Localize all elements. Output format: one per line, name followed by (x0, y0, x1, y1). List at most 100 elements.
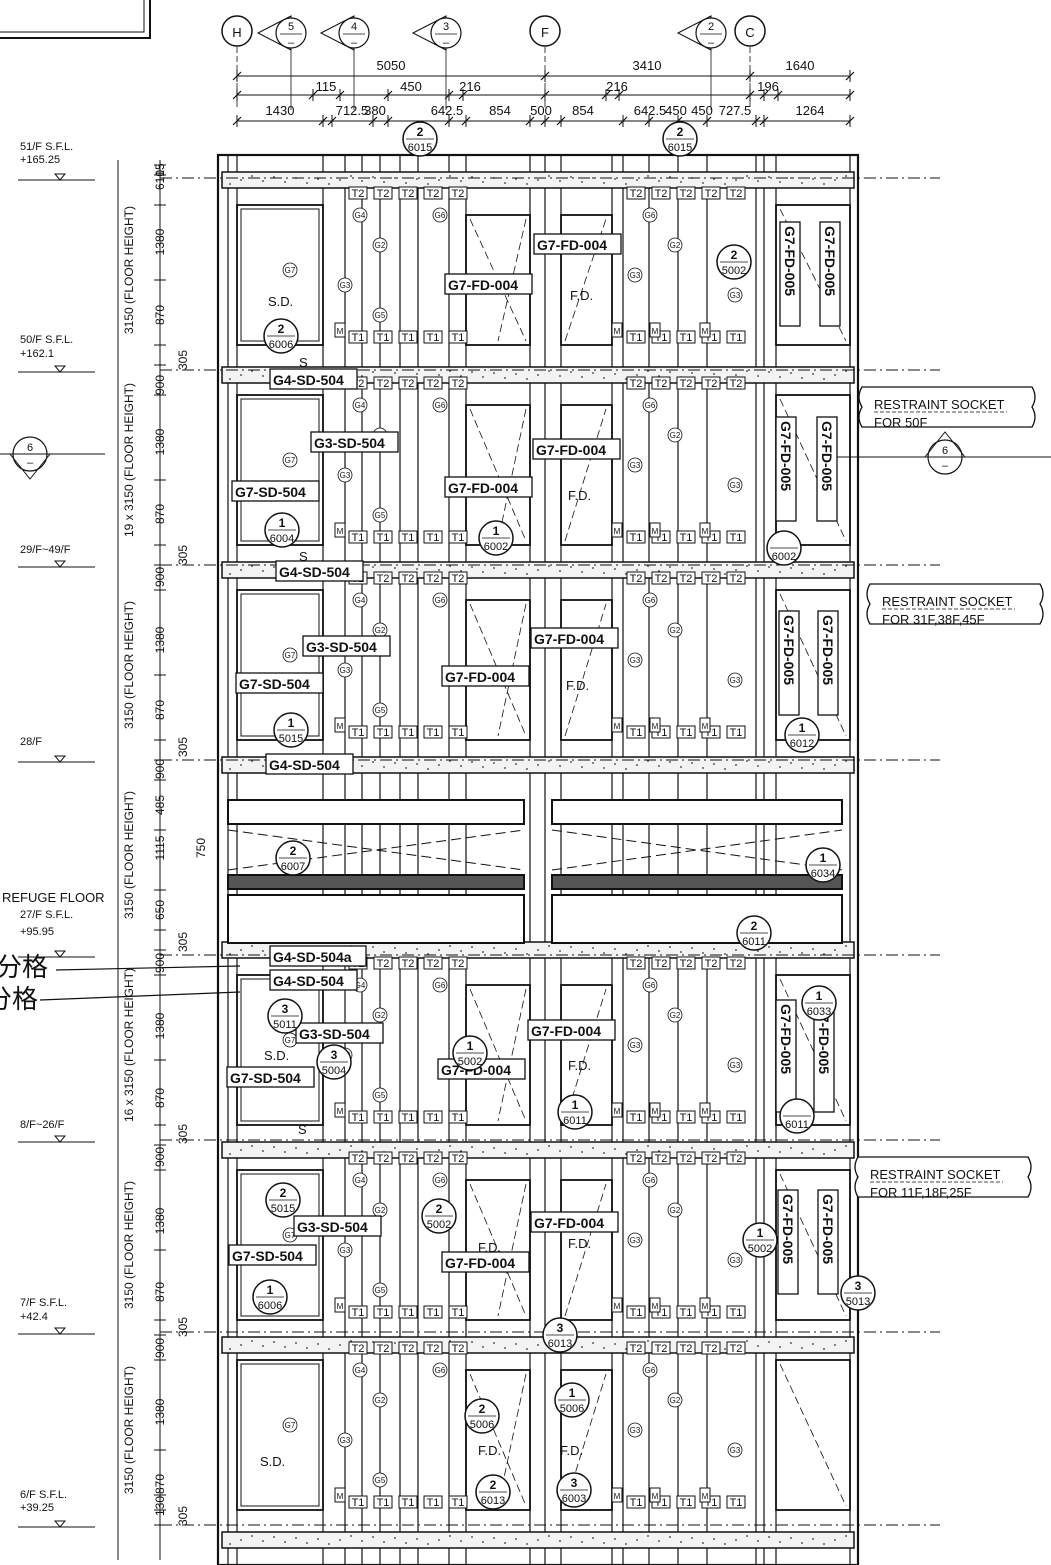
concrete-stipple (757, 950, 759, 952)
concrete-stipple (581, 1541, 583, 1543)
dim-value-vertical: 1380 (153, 1207, 167, 1234)
mullion-marker-label: M (702, 1107, 709, 1116)
glass-type-label: G3 (730, 481, 741, 490)
glass-type-label: G3 (630, 1236, 641, 1245)
glass-type-label: G7 (285, 1231, 296, 1240)
concrete-stipple (702, 767, 704, 769)
glass-type-symbol (337, 1432, 353, 1448)
dim-slash (327, 116, 337, 126)
level-marker: 28/F (18, 736, 95, 763)
glazing-tag: T2 (452, 573, 465, 585)
door-tag-g7fd005: G7-FD-005 (782, 226, 798, 296)
dim-slash (308, 90, 318, 100)
concrete-stipple (339, 1539, 341, 1541)
concrete-stipple (548, 945, 550, 947)
concrete-stipple (812, 568, 814, 570)
concrete-stipple (636, 764, 638, 766)
glass-type-symbol (337, 467, 353, 483)
concrete-stipple (845, 175, 847, 177)
glazing-tag-box (398, 530, 418, 544)
section-marker-5: 5– (256, 15, 307, 51)
glass-type-label: G2 (375, 241, 386, 250)
concrete-stipple (394, 1342, 396, 1344)
glass-type-symbol (627, 652, 643, 668)
concrete-stipple (240, 1344, 242, 1346)
door-tag-g7sd504: G7-SD-504 (232, 1248, 303, 1264)
concrete-stipple (559, 375, 561, 377)
section-sheet: – (708, 37, 715, 49)
glazing-tag-box (373, 1110, 393, 1124)
folding-door-label: F.D. (566, 678, 589, 693)
glass-type-label: G7 (285, 651, 296, 660)
dim-value: 727.5 (719, 103, 752, 118)
glazing-tag: T1 (377, 1112, 390, 1124)
level-triangle (53, 560, 67, 568)
glazing-tag-box (423, 1495, 443, 1509)
sliding-door-inner (240, 1363, 320, 1507)
mullion-marker (611, 1487, 623, 1503)
glazing-tag: T2 (655, 1153, 668, 1165)
callout-floors: FOR 11F,18F,25F (870, 1185, 972, 1200)
dim-value-vertical: 1380 (153, 228, 167, 255)
concrete-stipple (438, 374, 440, 376)
door-tag-g4sd504: G4-SD-504 (273, 973, 344, 989)
dim-slash (618, 116, 628, 126)
fixed-panel (465, 1179, 531, 1321)
glazing-tag: T1 (730, 532, 743, 544)
dim-value: 1640 (786, 58, 815, 73)
glass-type-label: G3 (630, 461, 641, 470)
concrete-stipple (427, 183, 429, 185)
glazing-tag-box (373, 1495, 393, 1509)
concrete-stipple (493, 1537, 495, 1539)
folding-door-label: F.D. (560, 1443, 583, 1458)
concrete-stipple (328, 183, 330, 185)
door-tag-box-vertical (817, 1189, 839, 1295)
glass-type-label: G2 (670, 1396, 681, 1405)
concrete-stipple (746, 1340, 748, 1342)
level-triangle (53, 365, 67, 373)
dim-value-vertical: 870 (153, 1282, 167, 1302)
dim-value: 500 (530, 103, 552, 118)
glazing-tag: T1 (402, 1112, 415, 1124)
concrete-stipple (603, 952, 605, 954)
level-triangle (53, 755, 67, 763)
concrete-stipple (669, 761, 671, 763)
concrete-stipple (669, 946, 671, 948)
concrete-stipple (691, 947, 693, 949)
glazing-tag-box (701, 571, 721, 585)
glass-type-symbol (667, 622, 683, 638)
glass-type-label: G4 (355, 981, 366, 990)
concrete-stipple (757, 570, 759, 572)
level-value: +162.1 (20, 348, 54, 360)
glass-type-symbol (352, 207, 368, 223)
concrete-stipple (647, 370, 649, 372)
glazing-tag: T1 (377, 332, 390, 344)
glazing-tag-box (626, 186, 646, 200)
detail-reference-number: 3 (331, 1048, 338, 1062)
concrete-stipple (515, 568, 517, 570)
glazing-tag-box (726, 1305, 746, 1319)
concrete-stipple (812, 948, 814, 950)
detail-reference-number: 2 (731, 248, 738, 262)
opening-dash (564, 1373, 607, 1507)
concrete-stipple (262, 180, 264, 182)
concrete-stipple (526, 953, 528, 955)
concrete-stipple (229, 953, 231, 955)
dim-value-vertical: 870 (153, 305, 167, 325)
glazing-tag-box (448, 1151, 468, 1165)
glazing-tag-box (398, 1341, 418, 1355)
door-tag-g7fd004: G7-FD-004 (445, 1255, 515, 1271)
dim-value: 854 (489, 103, 511, 118)
concrete-stipple (801, 767, 803, 769)
dim-value-vertical: 870 (153, 504, 167, 524)
concrete-stipple (449, 175, 451, 177)
detail-reference-sheet: 5002 (427, 1219, 451, 1231)
glass-type-label: G5 (375, 311, 386, 320)
mullion-marker-label: M (614, 722, 621, 731)
glazing-tag-box (726, 1341, 746, 1355)
glass-type-label: G7 (285, 1036, 296, 1045)
dim-value-vertical: 1380 (153, 626, 167, 653)
